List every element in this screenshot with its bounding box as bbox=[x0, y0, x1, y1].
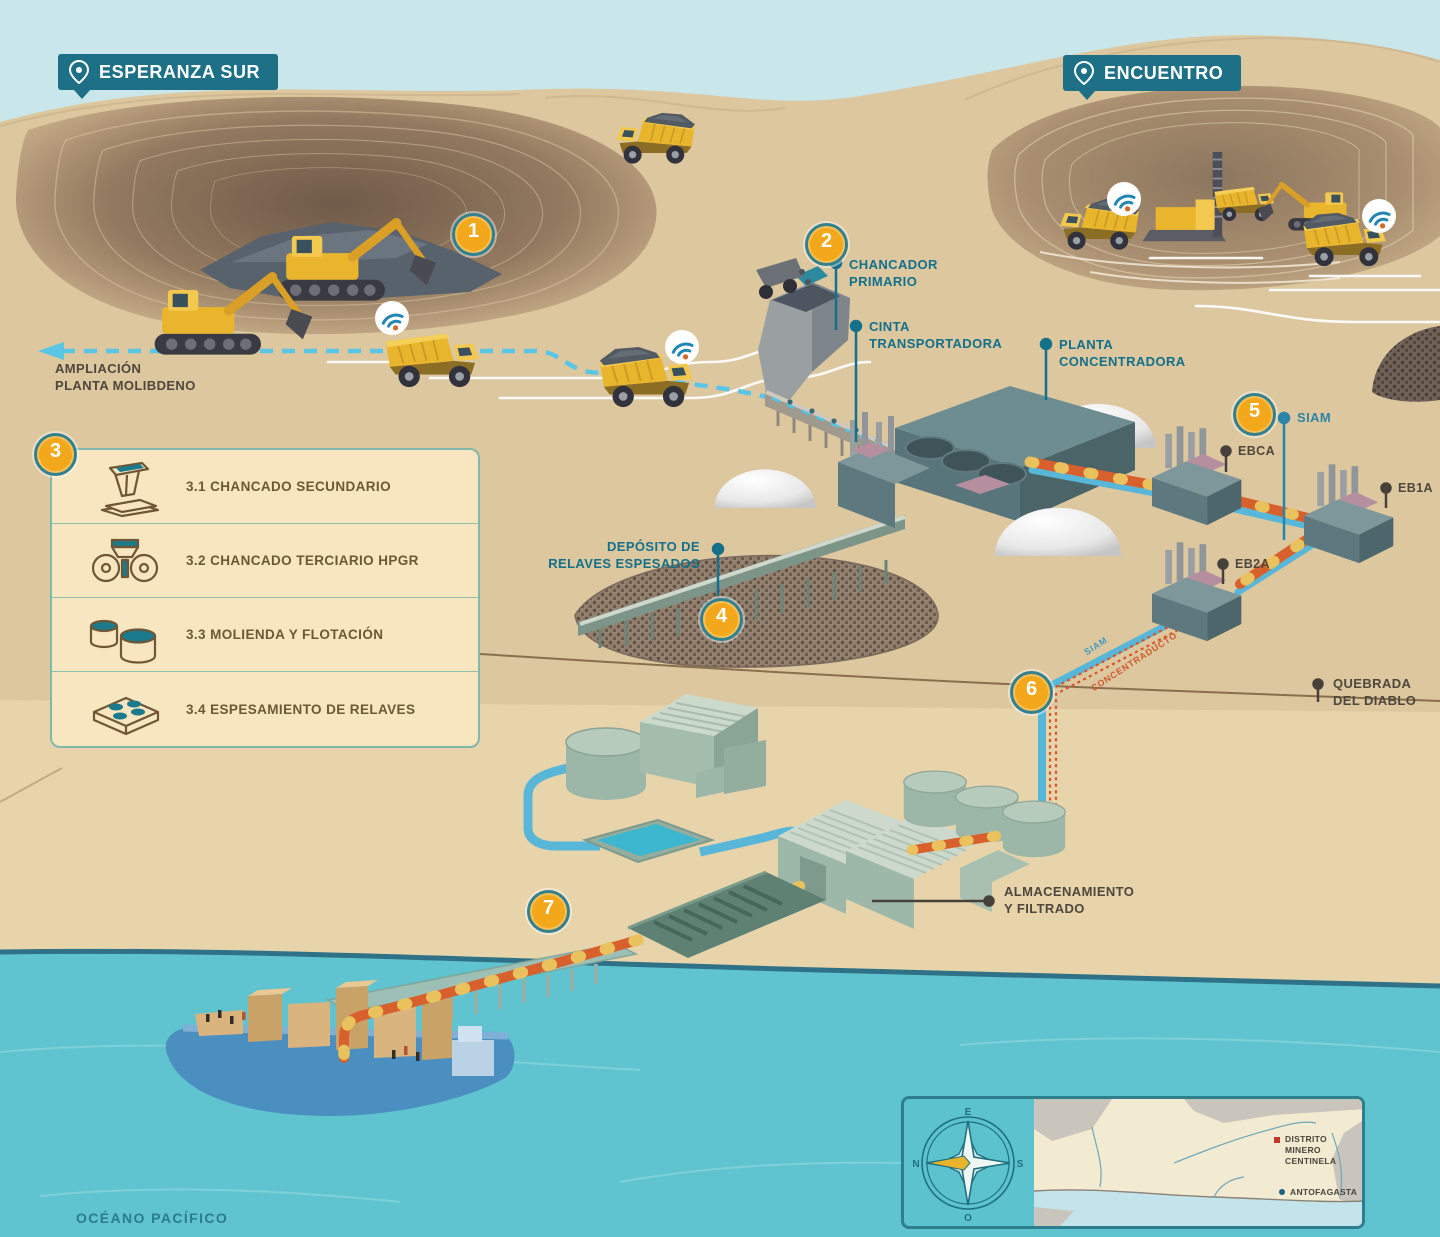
treatment-building bbox=[640, 694, 766, 798]
crew-figures bbox=[206, 1010, 420, 1061]
storage-tank bbox=[1002, 800, 1066, 858]
step-badge-5: 5 bbox=[1233, 393, 1276, 436]
step-badge-6: 6 bbox=[1010, 671, 1053, 714]
compass-panel: E S O N bbox=[904, 1099, 1034, 1226]
label-almacenamiento-filtrado: ALMACENAMIENTO Y FILTRADO bbox=[1004, 884, 1135, 916]
minimap-inset: E S O N DISTRITO MINERO CENTINELA bbox=[901, 1096, 1365, 1229]
step-badge-4: 4 bbox=[700, 598, 743, 641]
leader-lines bbox=[711, 256, 1392, 907]
legend-label: 3.1 CHANCADO SECUNDARIO bbox=[186, 479, 391, 494]
mill-flotation-tanks-icon bbox=[66, 604, 186, 666]
legend-row-molienda-flotacion: 3.3 MOLIENDA Y FLOTACIÓN bbox=[52, 598, 478, 672]
concentrator-plant bbox=[895, 386, 1135, 522]
region-map: DISTRITO MINERO CENTINELA ANTOFAGASTA bbox=[1034, 1099, 1362, 1226]
compass-e: E bbox=[965, 1107, 972, 1118]
step-badge-7: 7 bbox=[527, 890, 570, 933]
district-marker bbox=[1274, 1137, 1280, 1143]
label-siam: SIAM bbox=[1297, 410, 1332, 425]
step-badge-2: 2 bbox=[805, 223, 848, 266]
ore-stockpile bbox=[1372, 326, 1440, 402]
label-distrito-minero: DISTRITO MINERO CENTINELA bbox=[1285, 1134, 1337, 1166]
plant-annex-building bbox=[838, 412, 930, 528]
banner-label: ESPERANZA SUR bbox=[99, 61, 261, 82]
map-pin-icon bbox=[68, 60, 90, 84]
legend-label: 3.2 CHANCADO TERCIARIO HPGR bbox=[186, 553, 419, 568]
map-pin-icon bbox=[1073, 61, 1095, 85]
compass-rose-icon: E S O N bbox=[912, 1107, 1024, 1224]
label-eb2a: EB2A bbox=[1235, 557, 1270, 571]
legend-row-chancado-secundario: 3.1 CHANCADO SECUNDARIO bbox=[52, 450, 478, 524]
route-arrow bbox=[38, 342, 64, 360]
label-eb1a: EB1A bbox=[1398, 481, 1433, 495]
label-ampliacion-planta-molibdeno: AMPLIACIÓN PLANTA MOLIBDENO bbox=[55, 361, 196, 393]
water-tank bbox=[565, 727, 647, 801]
legend-label: 3.3 MOLIENDA Y FLOTACIÓN bbox=[186, 627, 384, 642]
label-cinta-transportadora: CINTA TRANSPORTADORA bbox=[869, 319, 1003, 351]
label-chancador-primario: CHANCADOR PRIMARIO bbox=[849, 257, 938, 289]
legend-row-chancado-terciario: 3.2 CHANCADO TERCIARIO HPGR bbox=[52, 524, 478, 598]
legend-row-espesamiento: 3.4 ESPESAMIENTO DE RELAVES bbox=[52, 672, 478, 746]
label-deposito-relaves: DEPÓSITO DE RELAVES ESPESADOS bbox=[548, 539, 700, 571]
step-badge-1: 1 bbox=[452, 213, 495, 256]
location-banner-encuentro: ENCUENTRO bbox=[1063, 55, 1242, 91]
process-legend: 3.1 CHANCADO SECUNDARIO 3.2 CHANCADO TER… bbox=[50, 448, 480, 748]
step-badge-3: 3 bbox=[34, 433, 77, 476]
primary-crusher bbox=[756, 258, 850, 402]
label-planta-concentradora: PLANTA CONCENTRADORA bbox=[1059, 337, 1186, 369]
region-map-art bbox=[1034, 1099, 1362, 1226]
thickener-icon bbox=[66, 678, 186, 740]
ship-superstructure bbox=[452, 1040, 494, 1076]
label-quebrada-del-diablo: QUEBRADA DEL DIABLO bbox=[1333, 676, 1417, 708]
secondary-crusher-icon bbox=[66, 456, 186, 518]
label-oceano-pacifico: OCÉANO PACÍFICO bbox=[76, 1210, 229, 1226]
banner-label: ENCUENTRO bbox=[1104, 62, 1224, 83]
antofagasta-marker bbox=[1279, 1189, 1285, 1195]
dumping-truck bbox=[756, 258, 815, 299]
legend-label: 3.4 ESPESAMIENTO DE RELAVES bbox=[186, 701, 416, 717]
pier-pipeline bbox=[338, 934, 644, 1064]
covered-conveyor-ramp bbox=[627, 870, 826, 958]
compass-n: N bbox=[912, 1159, 919, 1170]
process-pool bbox=[581, 818, 716, 864]
location-banner-esperanza-sur: ESPERANZA SUR bbox=[58, 54, 279, 90]
warehouses bbox=[778, 800, 1030, 929]
label-antofagasta: ANTOFAGASTA bbox=[1290, 1187, 1358, 1197]
compass-o: O bbox=[964, 1213, 972, 1224]
compass-s: S bbox=[1017, 1159, 1024, 1170]
label-ebca: EBCA bbox=[1238, 444, 1276, 458]
hpgr-crusher-icon bbox=[66, 530, 186, 592]
